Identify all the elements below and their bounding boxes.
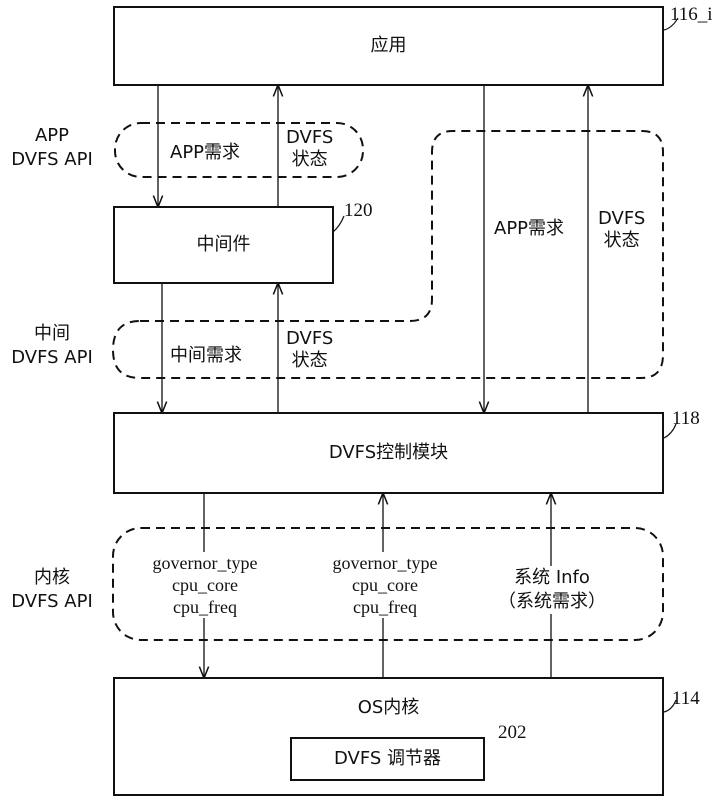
dvfs-state-label: DVFS 状态 — [286, 127, 333, 171]
kernel-param-left-0: governor_type — [152, 553, 258, 573]
app-api-line1: APP — [34, 125, 70, 146]
app-api-line2: DVFS API — [11, 149, 93, 170]
dvfs-state-line1: DVFS — [286, 127, 334, 148]
mid-api-line1: 中间 — [34, 323, 70, 344]
kernel-params-left: governor_type cpu_core cpu_freq — [130, 552, 280, 618]
kernel-api-line1: 内核 — [34, 567, 70, 588]
ref-leader-120 — [332, 215, 345, 233]
kernel-param-mid-1: cpu_core — [352, 575, 418, 595]
kernel-param-left-1: cpu_core — [172, 575, 238, 595]
direct-dvfs-state-line1: DVFS — [598, 208, 646, 229]
ref-leader-114 — [663, 699, 677, 713]
middleware-box: 中间件 — [113, 206, 334, 284]
app-box-label: 应用 — [370, 35, 407, 56]
kernel-param-mid-2: cpu_freq — [353, 597, 417, 617]
kernel-api-line2: DVFS API — [11, 591, 93, 612]
mid-request-label: 中间需求 — [170, 345, 242, 366]
ref-202: 202 — [498, 722, 527, 743]
kernel-api-label: 内核 DVFS API — [2, 566, 102, 614]
dvfs-state-line2: 状态 — [291, 149, 328, 170]
app-api-label: APP DVFS API — [2, 124, 102, 172]
mid-api-region — [111, 130, 664, 379]
ref-leader-118 — [663, 423, 677, 439]
direct-app-request-label: APP需求 — [494, 218, 565, 239]
kernel-params-right: 系统 Info （系统需求） — [488, 566, 616, 614]
direct-dvfs-state-label: DVFS 状态 — [598, 208, 645, 252]
mid-dvfs-state-label: DVFS 状态 — [286, 328, 333, 372]
kernel-param-right-1: （系统需求） — [498, 591, 606, 612]
dvfs-control-box: DVFS控制模块 — [113, 412, 664, 494]
ref-120: 120 — [344, 200, 373, 221]
dvfs-governor-box-label: DVFS 调节器 — [333, 748, 442, 769]
ref-116: 116_i — [670, 4, 713, 25]
ref-leader-116 — [663, 17, 679, 31]
dvfs-control-box-label: DVFS控制模块 — [328, 442, 449, 463]
ref-114: 114 — [672, 688, 700, 709]
ref-118: 118 — [672, 408, 700, 429]
middleware-box-label: 中间件 — [196, 234, 251, 255]
os-kernel-box-label: OS内核 — [357, 697, 420, 718]
mid-dvfs-state-line1: DVFS — [286, 328, 334, 349]
kernel-api-region — [112, 527, 664, 641]
kernel-param-mid-0: governor_type — [332, 553, 438, 573]
app-box: 应用 — [113, 6, 664, 86]
kernel-params-middle: governor_type cpu_core cpu_freq — [310, 552, 460, 618]
dvfs-governor-box: DVFS 调节器 — [290, 737, 485, 781]
kernel-param-right-0: 系统 Info — [514, 567, 590, 588]
app-request-label: APP需求 — [170, 142, 241, 163]
mid-api-line2: DVFS API — [11, 347, 93, 368]
mid-api-label: 中间 DVFS API — [2, 322, 102, 370]
mid-dvfs-state-line2: 状态 — [291, 350, 328, 371]
direct-dvfs-state-line2: 状态 — [603, 230, 640, 251]
kernel-param-left-2: cpu_freq — [173, 597, 237, 617]
app-api-region — [114, 122, 364, 178]
